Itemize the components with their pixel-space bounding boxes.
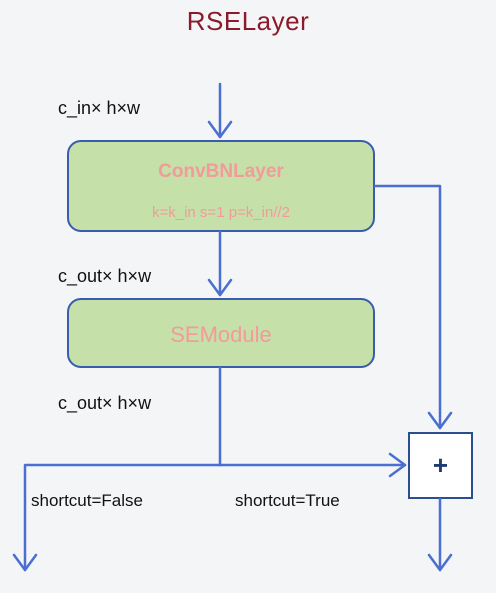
convbnlayer-params: k=k_in s=1 p=k_in//2 xyxy=(151,204,290,221)
se-to-add-arrow-head xyxy=(388,452,407,478)
add-node: + xyxy=(408,432,473,499)
conv-out-dim-label: c_out× h×w xyxy=(58,266,152,286)
shortcut-false-label: shortcut=False xyxy=(31,491,143,510)
shortcut-true-label: shortcut=True xyxy=(235,491,340,510)
residual-arrow-head xyxy=(427,411,453,430)
output-arrow-head xyxy=(427,553,453,572)
conv-to-se-arrow-head xyxy=(207,278,233,297)
input-arrow-head xyxy=(207,120,233,139)
se-out-dim-label: c_out× h×w xyxy=(58,393,152,413)
input-dim-label: c_in× h×w xyxy=(58,98,141,118)
shortcut-false-line xyxy=(23,463,222,572)
semodule-title: SEModule xyxy=(170,322,272,347)
semodule-block: SEModule xyxy=(67,298,375,368)
residual-line xyxy=(373,184,442,430)
convbnlayer-title: ConvBNLayer xyxy=(158,161,284,182)
diagram-title: RSELayer xyxy=(186,6,310,36)
shortcut-false-arrow-head xyxy=(12,553,38,572)
convbnlayer-block: ConvBNLayer k=k_in s=1 p=k_in//2 xyxy=(67,140,375,232)
